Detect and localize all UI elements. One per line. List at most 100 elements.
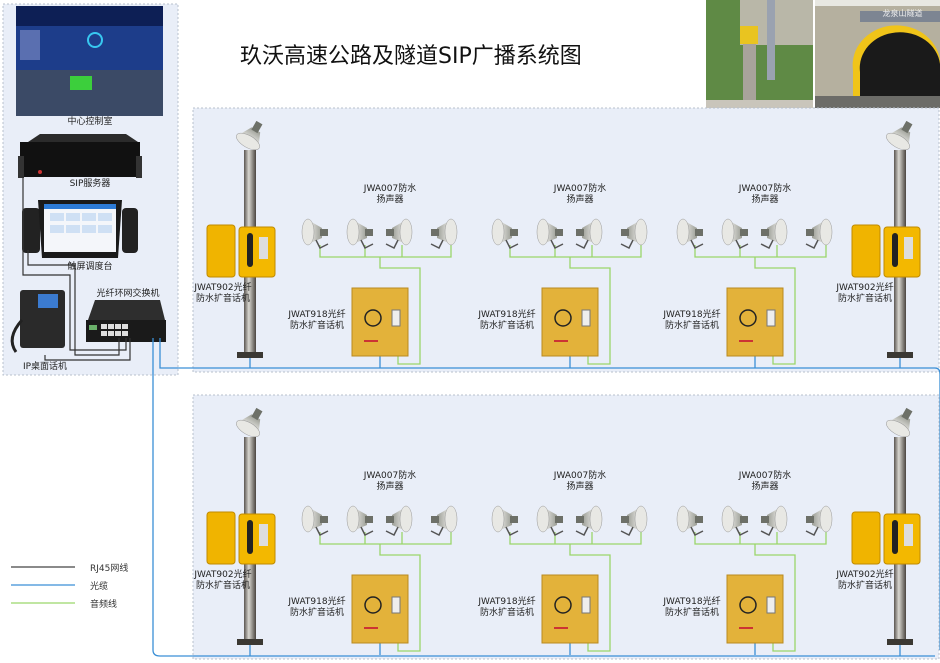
waterproof-phone-right <box>851 224 921 278</box>
speaker-horn-icon <box>620 505 648 537</box>
sip-server-icon <box>18 134 142 178</box>
tunnel-portal-photo <box>815 0 940 109</box>
speaker-label-line2: 扬声器 <box>376 482 404 492</box>
speaker-label-line2: 扬声器 <box>566 482 594 492</box>
legend-rj45-label: RJ45网线 <box>90 564 129 574</box>
speaker-horn-icon <box>385 505 413 537</box>
speaker-label-line2: 扬声器 <box>376 195 404 205</box>
amplifier-label-line2: 防水扩音话机 <box>289 321 344 331</box>
pole-speaker-icon <box>236 120 263 151</box>
phone-logo-icon <box>554 596 572 614</box>
pole-phone-left-label-line1: JWAT902光纤 <box>194 570 252 580</box>
switch-label: 光纤环网交换机 <box>96 289 160 299</box>
pole-phone-right-label-line2: 防水扩音话机 <box>837 581 892 591</box>
speaker-horn-icon <box>430 218 458 250</box>
amplifier-label-line2: 防水扩音话机 <box>664 608 719 618</box>
audio-cable <box>509 532 642 652</box>
speaker-horn-icon <box>721 505 749 537</box>
speaker-horn-icon <box>430 505 458 537</box>
speaker-horn-icon <box>760 218 788 250</box>
control-room-label: 中心控制室 <box>67 117 113 127</box>
speaker-group <box>301 505 458 655</box>
pole-speaker-icon <box>886 407 913 438</box>
sip-server-label: SIP服务器 <box>69 179 111 189</box>
amplifier-box <box>726 287 784 357</box>
waterproof-phone-left <box>206 224 276 278</box>
phone-logo-icon <box>739 596 757 614</box>
speaker-label-line1: JWA007防水 <box>363 184 417 194</box>
amplifier-label-line1: JWAT918光纤 <box>478 597 536 607</box>
amplifier-label-line1: JWAT918光纤 <box>663 597 721 607</box>
pole-phone-left-label-line1: JWAT902光纤 <box>194 283 252 293</box>
amplifier-box <box>726 574 784 644</box>
pole-phone-right-label-line1: JWAT902光纤 <box>836 283 894 293</box>
speaker-horn-icon <box>301 218 329 250</box>
speaker-horn-icon <box>536 218 564 250</box>
speaker-group <box>676 505 833 655</box>
audio-cable <box>694 532 827 652</box>
fiber-cable <box>152 338 935 657</box>
speaker-horn-icon <box>575 505 603 537</box>
page-title: 玖沃高速公路及隧道SIP广播系统图 <box>240 44 582 69</box>
legend-audio-label: 音频线 <box>90 600 118 610</box>
phone-logo-icon <box>554 309 572 327</box>
amplifier-box <box>351 287 409 357</box>
phone-logo-icon <box>364 309 382 327</box>
rj45-cables <box>22 178 131 361</box>
audio-cable <box>319 245 452 365</box>
amplifier-label-line2: 防水扩音话机 <box>479 608 534 618</box>
speaker-horn-icon <box>346 218 374 250</box>
pole-speaker-icon <box>886 120 913 151</box>
desk-phone-label: IP桌面话机 <box>22 362 68 372</box>
speaker-horn-icon <box>301 505 329 537</box>
audio-cable <box>509 245 642 365</box>
speaker-group <box>491 218 648 368</box>
speaker-horn-icon <box>385 218 413 250</box>
speaker-label-line1: JWA007防水 <box>363 471 417 481</box>
roadside-phone-photo <box>706 0 813 108</box>
fiber-ring-switch-icon <box>86 300 166 342</box>
speaker-label-line1: JWA007防水 <box>738 471 792 481</box>
road-section-2 <box>152 338 940 660</box>
amplifier-label-line2: 防水扩音话机 <box>289 608 344 618</box>
amplifier-label-line1: JWAT918光纤 <box>478 310 536 320</box>
phone-logo-icon <box>739 309 757 327</box>
legend-fiber-label: 光缆 <box>90 582 109 592</box>
speaker-group <box>676 218 833 368</box>
amplifier-box <box>541 574 599 644</box>
audio-cable <box>694 245 827 365</box>
amplifier-box <box>351 574 409 644</box>
amplifier-label-line2: 防水扩音话机 <box>664 321 719 331</box>
road-section-1 <box>159 107 940 650</box>
pole-phone-right-label-line2: 防水扩音话机 <box>837 294 892 304</box>
speaker-label-line1: JWA007防水 <box>553 471 607 481</box>
waterproof-phone-left <box>206 511 276 565</box>
speaker-label-line1: JWA007防水 <box>738 184 792 194</box>
phone-logo-icon <box>364 596 382 614</box>
speaker-label-line2: 扬声器 <box>751 482 779 492</box>
pole-speaker-icon <box>236 407 263 438</box>
speaker-horn-icon <box>676 505 704 537</box>
amplifier-label-line2: 防水扩音话机 <box>479 321 534 331</box>
touch-console-label: 触屏调度台 <box>67 262 113 272</box>
speaker-horn-icon <box>676 218 704 250</box>
speaker-horn-icon <box>346 505 374 537</box>
control-room-photo <box>16 6 163 116</box>
tunnel-sign-text: 龙泉山隧道 <box>882 9 923 18</box>
speaker-horn-icon <box>491 218 519 250</box>
speaker-horn-icon <box>536 505 564 537</box>
speaker-horn-icon <box>805 218 833 250</box>
speaker-horn-icon <box>620 218 648 250</box>
speaker-label-line1: JWA007防水 <box>553 184 607 194</box>
pole-phone-left-label-line2: 防水扩音话机 <box>195 294 250 304</box>
ip-desk-phone-icon <box>10 290 65 353</box>
amplifier-box <box>541 287 599 357</box>
speaker-group <box>301 218 458 368</box>
speaker-horn-icon <box>805 505 833 537</box>
speaker-label-line2: 扬声器 <box>751 195 779 205</box>
audio-cable <box>319 532 452 652</box>
waterproof-phone-right <box>851 511 921 565</box>
speaker-horn-icon <box>721 218 749 250</box>
